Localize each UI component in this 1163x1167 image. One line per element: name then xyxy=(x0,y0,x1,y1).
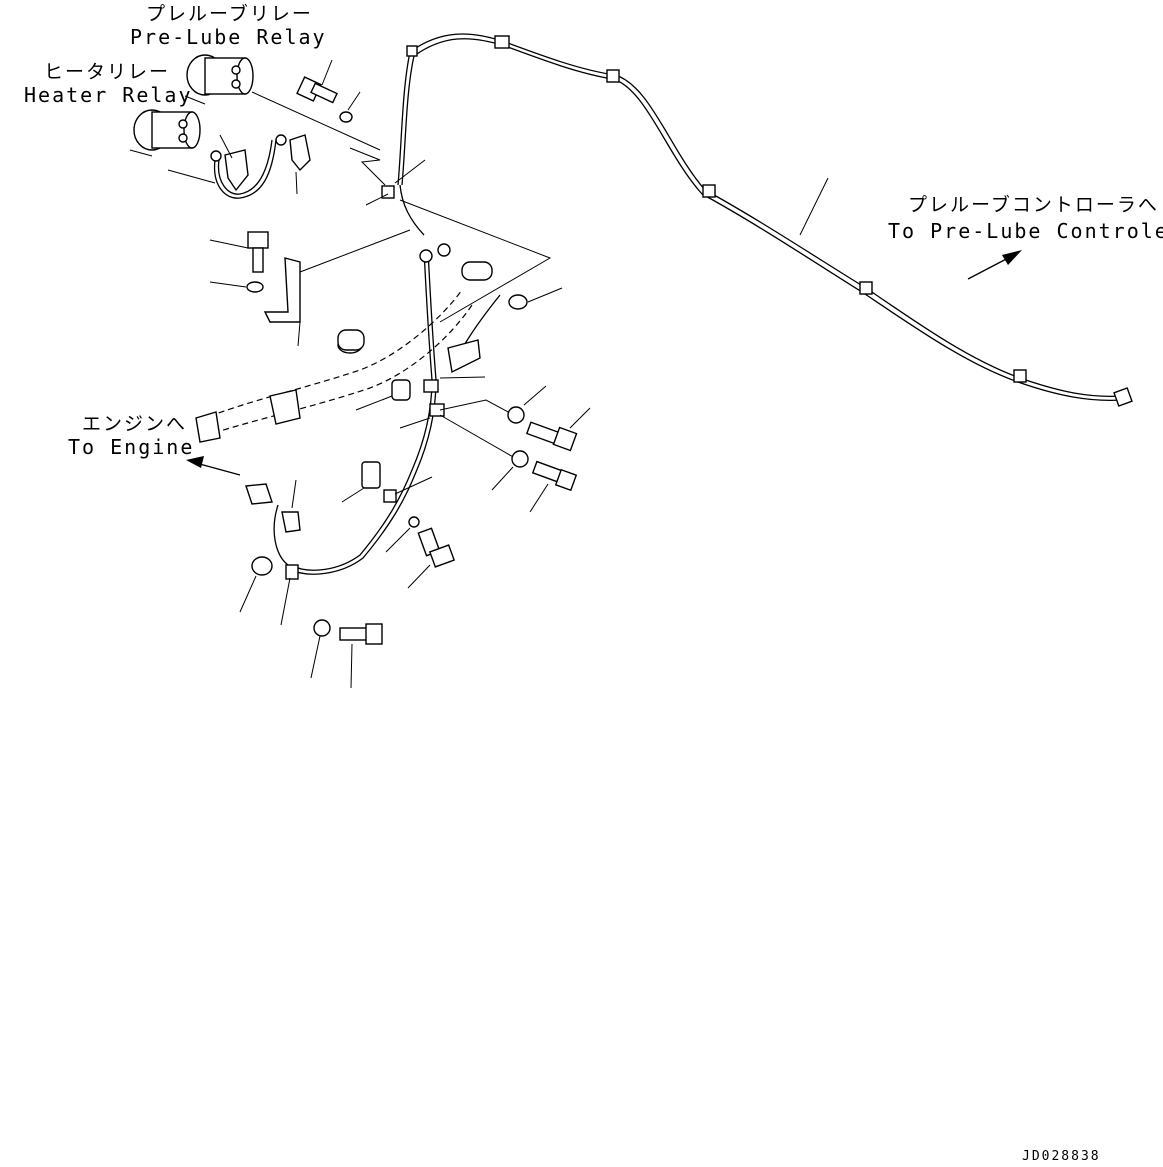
arrow-to-controller xyxy=(967,250,1022,280)
prelube-relay-jp: プレルーブリレー xyxy=(146,2,313,25)
harness-branch xyxy=(399,184,425,236)
bolt xyxy=(407,527,456,589)
nut xyxy=(239,556,273,613)
pipe-fitting xyxy=(461,261,493,281)
clip xyxy=(859,281,873,295)
washer xyxy=(339,91,361,123)
clip xyxy=(406,45,418,57)
terminal-boot xyxy=(289,134,311,195)
label-heater-relay: ヒータリレー Heater Relay xyxy=(24,61,193,107)
bolt xyxy=(529,460,578,513)
document-id: JD028838 xyxy=(1022,1149,1101,1164)
terminal-boot xyxy=(281,479,301,533)
washer xyxy=(385,516,420,553)
label-to-engine: エンジンへ To Engine xyxy=(68,413,194,459)
bolt xyxy=(296,59,338,104)
prelube-relay-en: Pre-Lube Relay xyxy=(130,25,327,49)
terminal-boot xyxy=(219,134,249,192)
bolt xyxy=(209,231,269,273)
washer xyxy=(507,385,547,424)
heater-relay-en: Heater Relay xyxy=(24,83,193,107)
spacer xyxy=(341,461,381,503)
label-to-controller: プレルーブコントローラへ To Pre-Lube Controler xyxy=(888,193,1163,243)
relay-jumper-cable xyxy=(167,134,287,199)
clip xyxy=(606,69,620,83)
spacer xyxy=(355,379,411,411)
to-controller-en: To Pre-Lube Controler xyxy=(888,219,1163,243)
heater-relay-jp: ヒータリレー xyxy=(44,61,170,83)
clip xyxy=(494,35,510,49)
to-controller-jp: プレルーブコントローラへ xyxy=(908,193,1159,216)
main-harness-cable xyxy=(397,33,1133,407)
sensor-wire xyxy=(439,287,563,379)
heater-relay xyxy=(129,109,201,157)
clip xyxy=(383,489,397,503)
washer xyxy=(310,619,331,679)
bracket xyxy=(263,229,411,347)
label-prelube-relay: プレルーブリレー Pre-Lube Relay xyxy=(130,2,327,49)
clip xyxy=(1013,369,1027,383)
washer xyxy=(491,450,529,491)
washer xyxy=(209,281,264,293)
arrow-to-engine xyxy=(186,456,241,476)
prelube-relay xyxy=(184,54,381,151)
engine-pipe xyxy=(195,289,475,443)
clip xyxy=(702,184,716,198)
clip xyxy=(429,403,445,417)
connector-end xyxy=(1113,387,1133,407)
bolt xyxy=(525,407,591,452)
to-engine-jp: エンジンへ xyxy=(82,413,187,435)
washer xyxy=(437,243,451,257)
bolt xyxy=(339,623,383,689)
engine-connector xyxy=(245,483,273,505)
clip xyxy=(423,379,439,393)
engine-harness-cable xyxy=(273,249,445,580)
to-engine-en: To Engine xyxy=(68,435,194,459)
clip xyxy=(285,564,299,580)
